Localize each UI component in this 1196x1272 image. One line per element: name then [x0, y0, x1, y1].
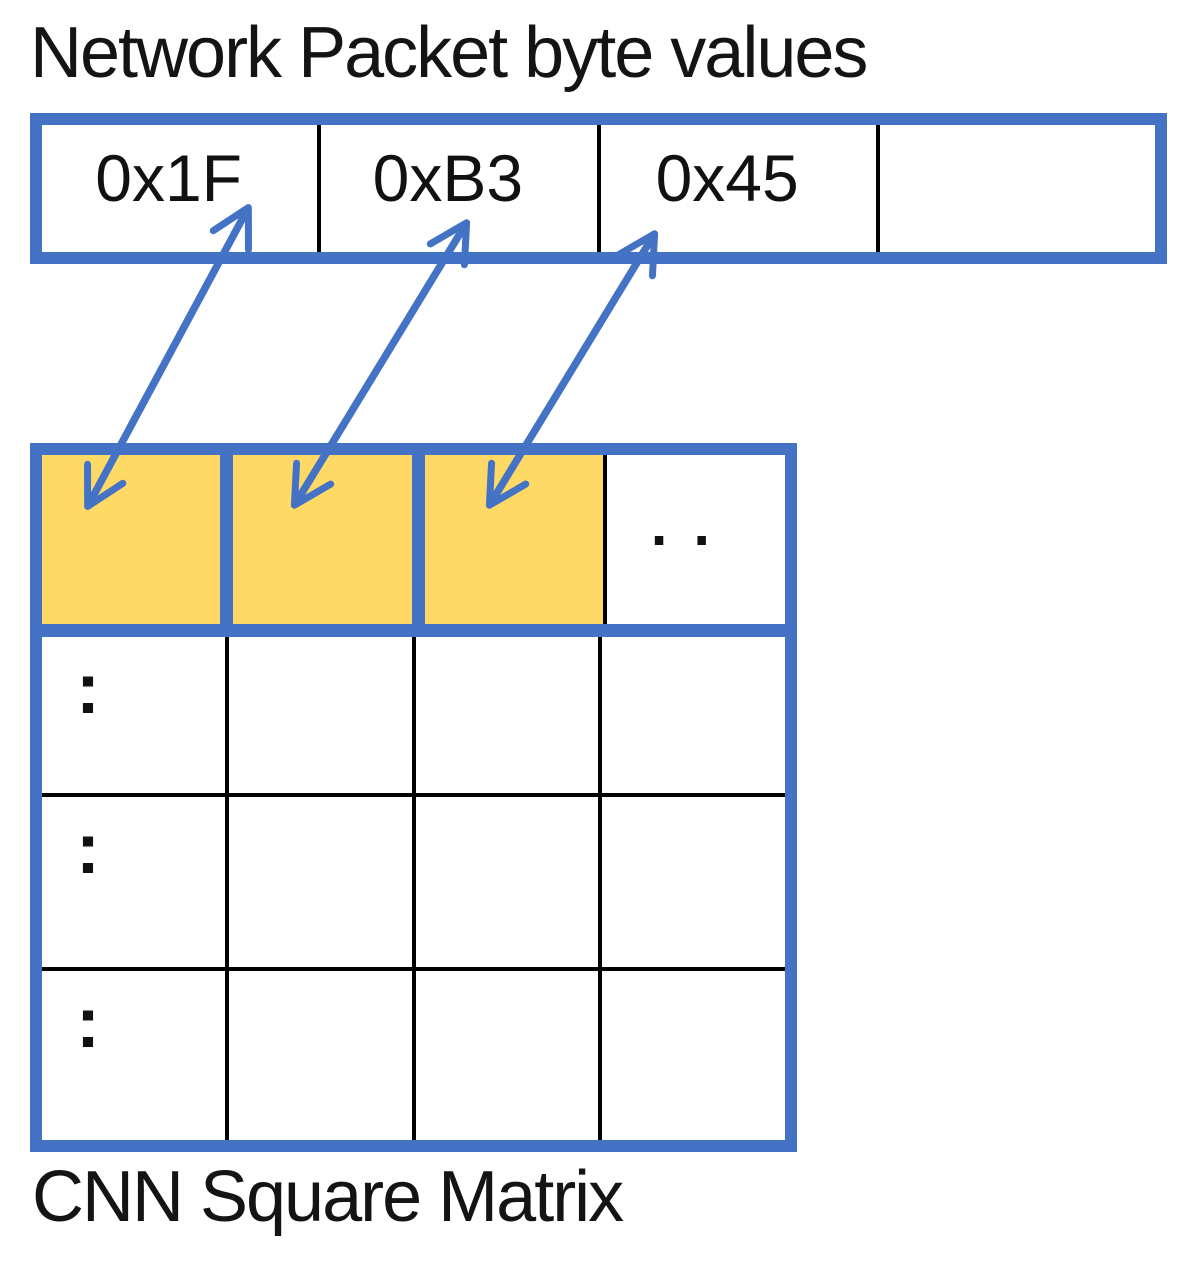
vertical-ellipsis-colon: :	[76, 809, 100, 889]
matrix-cell-r1c4-ellipsis: ..	[606, 455, 785, 624]
packet-byte-value: 0xB3	[372, 140, 524, 215]
matrix-cell-r1c1-highlighted	[42, 455, 234, 624]
matrix-row-3: :	[42, 797, 785, 971]
matrix-row-1: ..	[42, 455, 785, 637]
matrix-cell-r4c1: :	[42, 971, 229, 1140]
matrix-row-4: :	[42, 971, 785, 1140]
matrix-cell-r2c1: :	[42, 637, 229, 793]
ellipsis-dots: ..	[650, 491, 737, 558]
matrix-cell-r3c4	[602, 797, 785, 967]
packet-byte-value: 0x45	[655, 140, 799, 215]
packet-cell-4-empty	[880, 125, 1155, 252]
vertical-ellipsis-colon: :	[76, 649, 100, 729]
matrix-cell-r2c2	[228, 637, 416, 793]
matrix-cell-r2c3	[415, 637, 603, 793]
matrix-cell-r1c2-highlighted	[233, 455, 425, 624]
matrix-row-2: :	[42, 637, 785, 797]
vertical-ellipsis-colon: :	[76, 983, 100, 1063]
packet-row-title: Network Packet byte values	[30, 13, 868, 93]
packet-byte-row: 0x1F 0xB3 0x45	[30, 113, 1167, 264]
packet-cell-1: 0x1F	[42, 125, 322, 252]
packet-cell-2: 0xB3	[321, 125, 601, 252]
matrix-cell-r4c3	[415, 971, 603, 1140]
matrix-cell-r3c1: :	[42, 797, 229, 967]
cnn-square-matrix: .. : : :	[30, 443, 797, 1152]
packet-cell-3: 0x45	[601, 125, 880, 252]
matrix-cell-r3c2	[228, 797, 416, 967]
matrix-caption: CNN Square Matrix	[32, 1157, 624, 1237]
matrix-cell-r2c4	[602, 637, 785, 793]
matrix-cell-r1c3-highlighted	[424, 455, 607, 624]
matrix-cell-r4c4	[602, 971, 785, 1140]
packet-byte-value: 0x1F	[95, 140, 242, 215]
matrix-cell-r3c3	[415, 797, 603, 967]
matrix-cell-r4c2	[228, 971, 416, 1140]
